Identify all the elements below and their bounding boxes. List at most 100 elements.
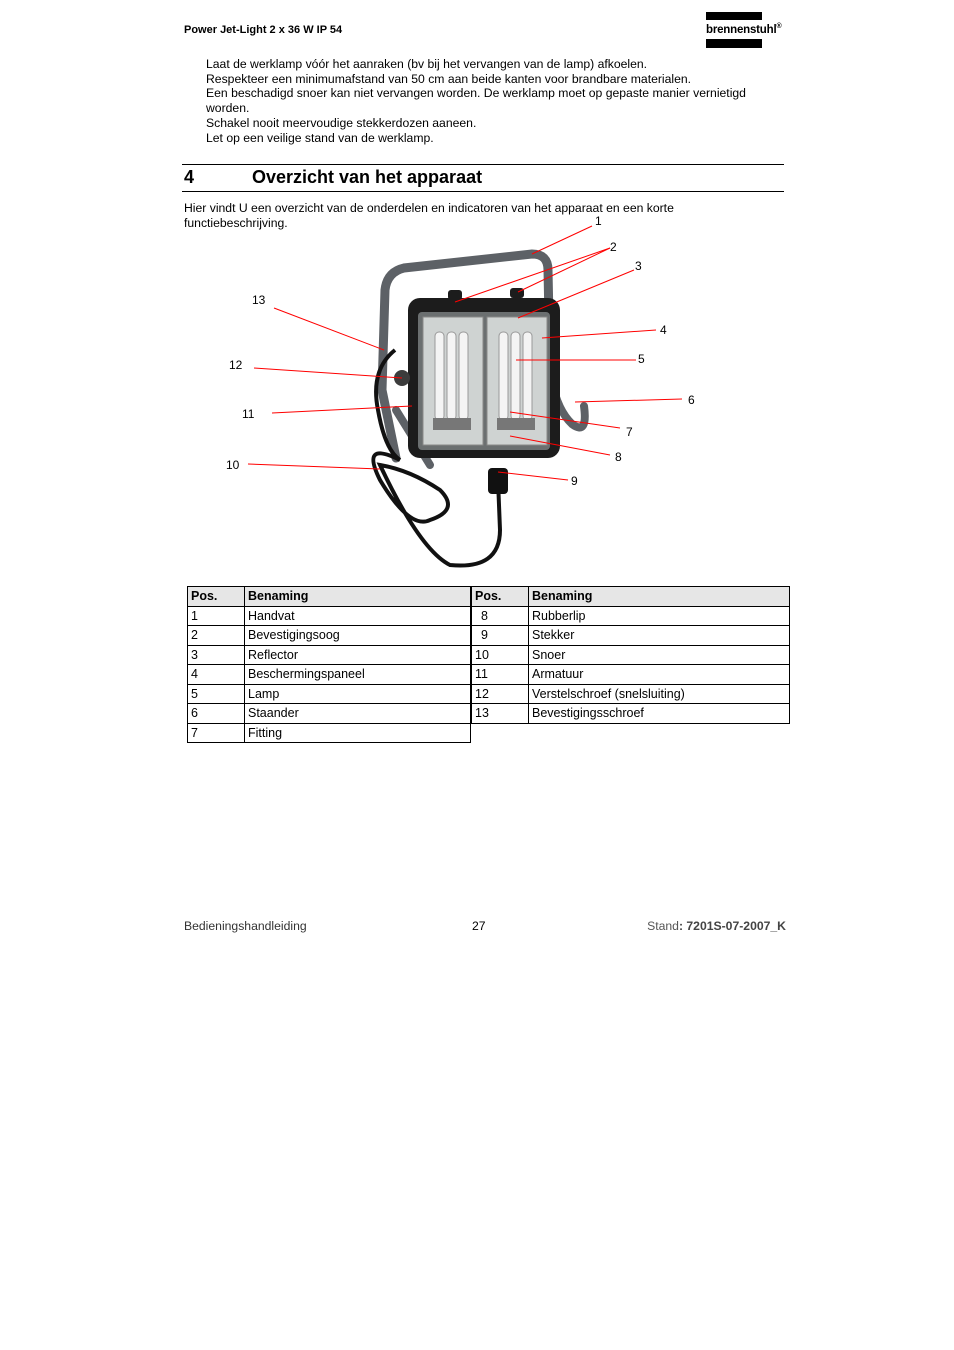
- callout-line-13: [273, 307, 385, 351]
- callout-line-11: [271, 405, 413, 414]
- callout-line-7: [509, 411, 621, 429]
- part-pos: 7: [187, 722, 245, 743]
- lamp-bulbs: [434, 331, 533, 421]
- column-header-pos: Pos.: [471, 586, 529, 607]
- table-header-row: Pos. Benaming: [471, 586, 790, 607]
- lamp-fitting-right: [497, 418, 535, 430]
- footer-manual-label: Bedieningshandleiding: [184, 919, 307, 933]
- section-rule-bottom: [182, 191, 784, 192]
- callout-line-12: [253, 367, 403, 379]
- callout-line-4: [541, 329, 657, 339]
- part-pos: 12: [471, 683, 529, 704]
- callout-line-10: [247, 463, 381, 470]
- part-pos: 13: [471, 703, 529, 724]
- part-pos: 3: [187, 644, 245, 665]
- safety-line: Respekteer een minimumafstand van 50 cm …: [206, 71, 692, 86]
- part-name: Snoer: [528, 644, 790, 665]
- callout-label-8: 8: [615, 450, 622, 464]
- callout-line-2a: [454, 247, 611, 303]
- part-pos: 2: [187, 625, 245, 646]
- safety-line: Schakel nooit meervoudige stekkerdozen a…: [206, 115, 477, 130]
- callout-line-3: [517, 269, 635, 319]
- safety-line: Laat de werklamp vóór het aanraken (bv b…: [206, 57, 648, 71]
- table-header-row: Pos. Benaming: [187, 586, 471, 607]
- safety-line: Let op een veilige stand van de werklamp…: [206, 130, 434, 145]
- part-name: Reflector: [244, 644, 471, 665]
- callout-label-6: 6: [688, 393, 695, 407]
- callout-line-2b: [517, 247, 611, 293]
- power-cord: [371, 348, 503, 568]
- part-pos: 5: [187, 683, 245, 704]
- part-name: Fitting: [244, 722, 471, 743]
- worklamp-illustration: [371, 249, 589, 568]
- part-name: Beschermingspaneel: [244, 664, 471, 685]
- section-number: 4: [184, 167, 195, 187]
- callout-label-7: 7: [626, 425, 633, 439]
- part-pos: 10: [471, 644, 529, 665]
- part-name: Staander: [244, 703, 471, 724]
- logo-wordmark: brennenstuhl®: [706, 23, 782, 36]
- footer-revision: Stand: 7201S-07-2007_K: [647, 919, 786, 933]
- callout-label-3: 3: [635, 259, 642, 273]
- logo-bar-top: [706, 12, 762, 20]
- callout-label-13: 13: [252, 293, 266, 307]
- document-header-title: Power Jet-Light 2 x 36 W IP 54: [184, 24, 343, 36]
- callout-label-11: 11: [242, 407, 255, 421]
- part-pos: 4: [187, 664, 245, 685]
- handle-frame: [377, 249, 555, 463]
- part-name: Rubberlip: [528, 605, 790, 626]
- safety-instructions: Laat de werklamp vóór het aanraken (bv b…: [206, 57, 786, 145]
- logo-bar-bottom: [706, 39, 762, 48]
- part-name: Armatuur: [528, 664, 790, 685]
- worklamp-figure: 1 2 3 4 5 6 7 8 9 10 11 12 13: [226, 214, 695, 568]
- part-pos: 9: [471, 625, 529, 646]
- callout-line-6: [574, 398, 683, 403]
- section-intro: Hier vindt U een overzicht van de onderd…: [184, 201, 674, 230]
- callout-labels: 1 2 3 4 5 6 7 8 9 10 11 12 13: [226, 214, 695, 488]
- callout-label-10: 10: [226, 458, 240, 472]
- callout-label-5: 5: [638, 352, 645, 366]
- part-pos: 1: [187, 605, 245, 626]
- callout-label-2: 2: [610, 240, 617, 254]
- safety-line: Een beschadigd snoer kan niet vervangen …: [206, 86, 746, 116]
- part-pos: 11: [471, 664, 529, 685]
- plug: [488, 468, 508, 494]
- callout-lines: [247, 225, 683, 481]
- callout-label-9: 9: [571, 474, 578, 488]
- page-number: 27: [472, 919, 486, 933]
- callout-line-9: [497, 471, 569, 481]
- part-name: Stekker: [528, 625, 790, 646]
- part-name: Lamp: [244, 683, 471, 704]
- column-header-name: Benaming: [244, 586, 471, 607]
- mounting-eye-left: [448, 290, 462, 300]
- lamp-fitting-left: [433, 418, 471, 430]
- section-title: Overzicht van het apparaat: [252, 167, 483, 187]
- callout-label-12: 12: [229, 358, 243, 372]
- part-name: Handvat: [244, 605, 471, 626]
- part-pos: 6: [187, 703, 245, 724]
- section-rule-top: [182, 164, 784, 165]
- callout-label-1: 1: [595, 214, 602, 228]
- mounting-eye-right: [510, 288, 524, 298]
- callout-line-8: [509, 435, 611, 456]
- callout-line-1: [531, 225, 593, 255]
- column-header-name: Benaming: [528, 586, 790, 607]
- callout-label-4: 4: [660, 323, 667, 337]
- part-pos: 8: [471, 605, 529, 626]
- brennenstuhl-logo: brennenstuhl®: [706, 12, 792, 50]
